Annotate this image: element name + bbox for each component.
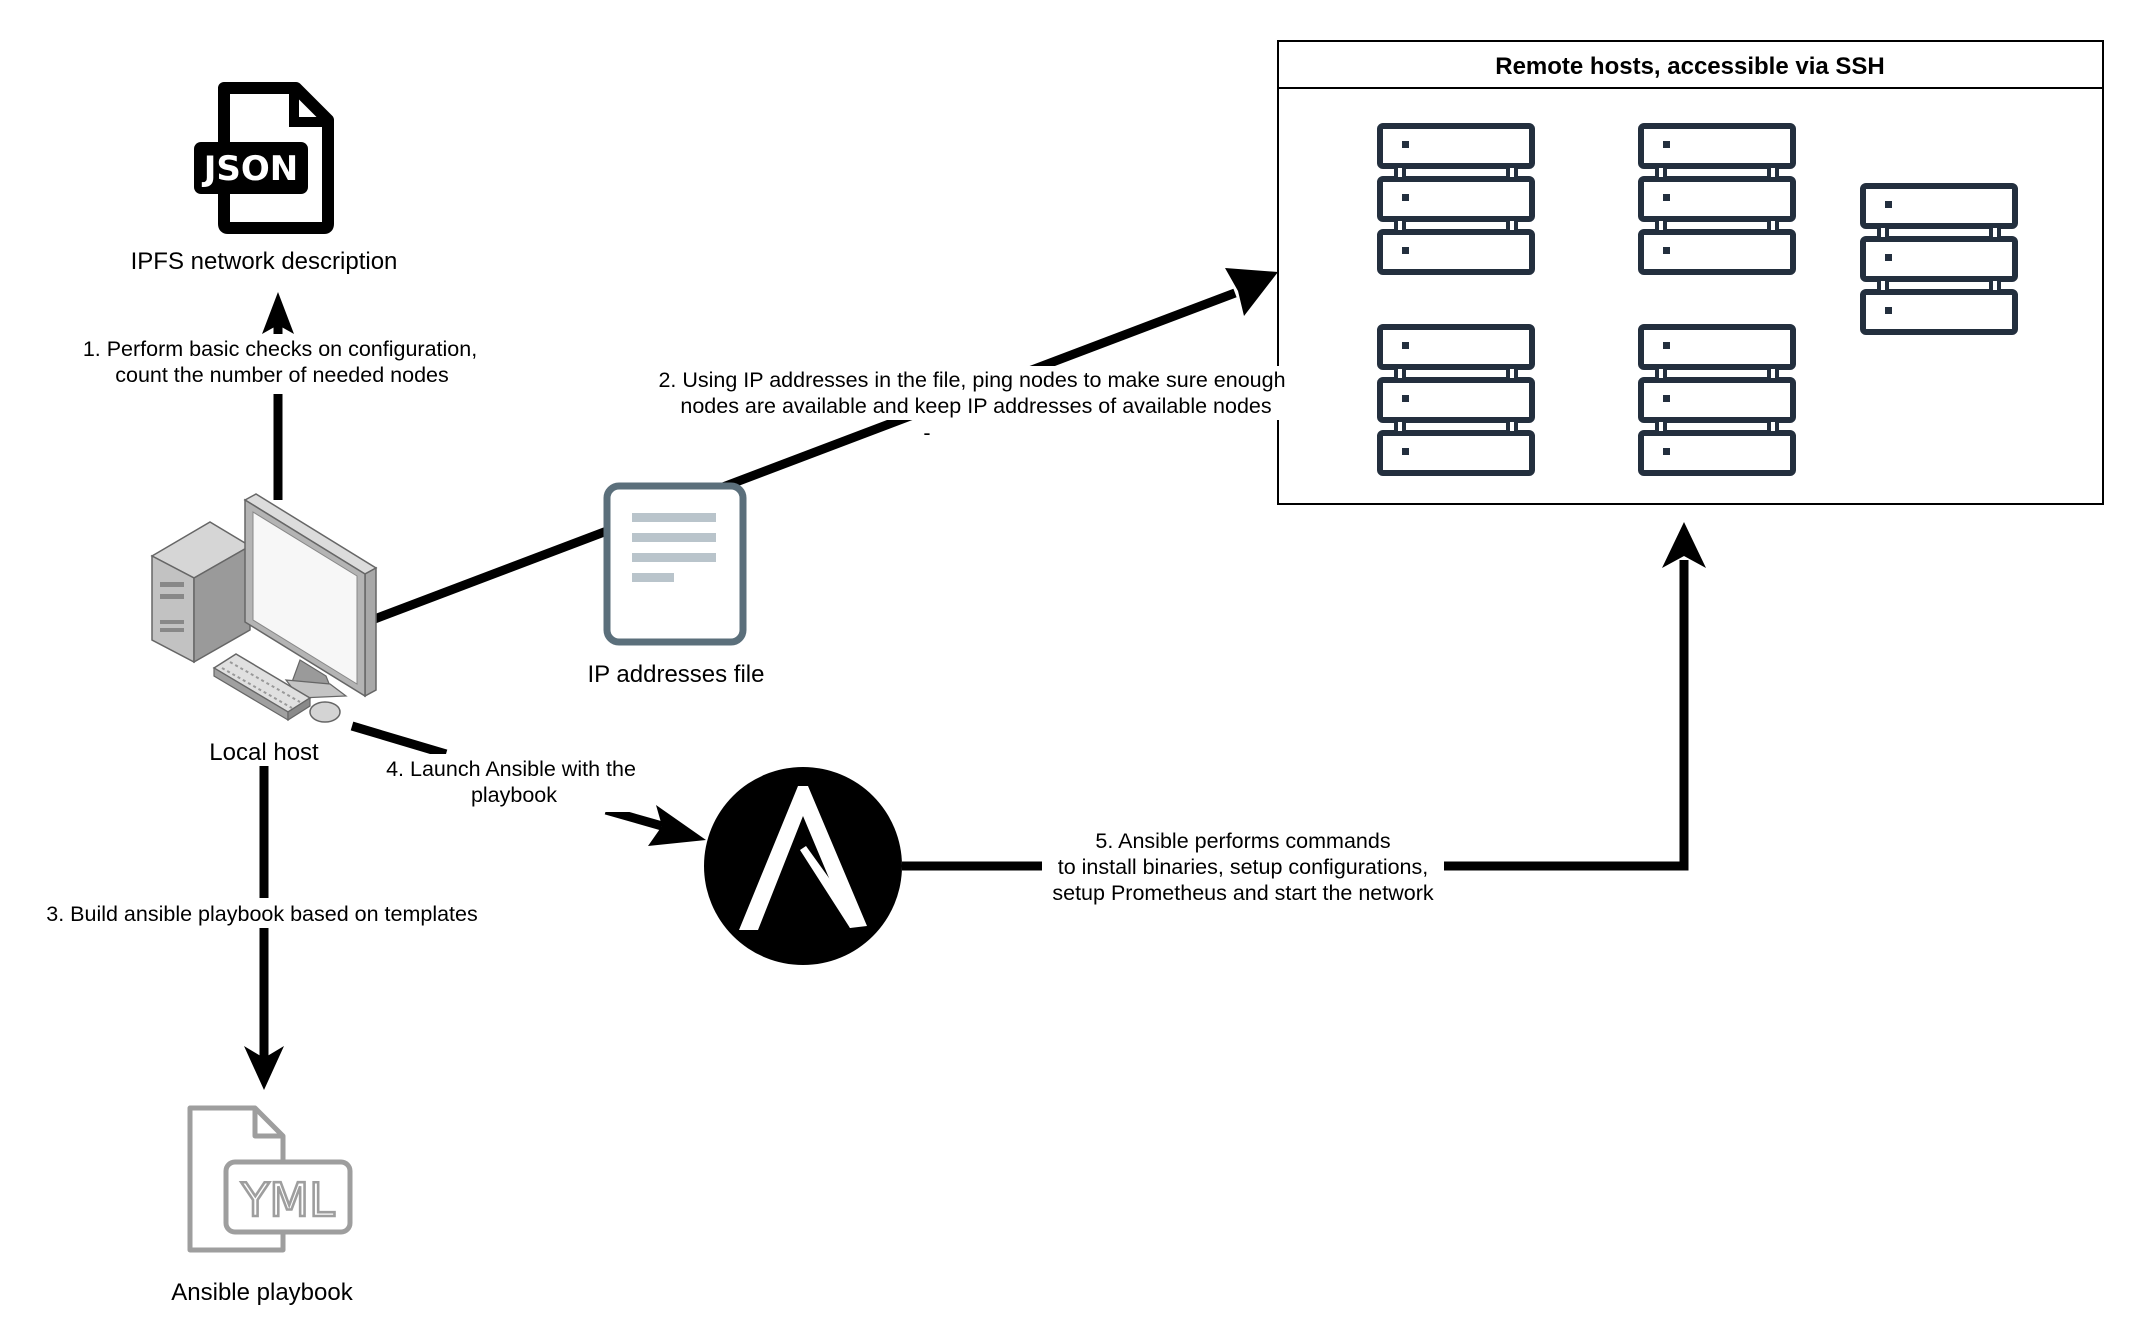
svg-text:-: - [923, 421, 930, 445]
remote-hosts-title: Remote hosts, accessible via SSH [1495, 53, 1885, 80]
server-stack [1380, 327, 1532, 473]
local-host-label: Local host [209, 739, 319, 766]
svg-text:nodes are available and keep I: nodes are available and keep IP addresse… [680, 394, 1271, 418]
svg-text:setup Prometheus and start the: setup Prometheus and start the network [1052, 881, 1433, 905]
svg-text:5. Ansible performs commands: 5. Ansible performs commands [1095, 829, 1390, 853]
step1-label: 1. Perform basic checks on configuration… [76, 334, 482, 394]
server-stack [1641, 327, 1793, 473]
svg-text:4. Launch Ansible with the: 4. Launch Ansible with the [386, 757, 636, 781]
svg-text:count the number of needed nod: count the number of needed nodes [115, 363, 449, 387]
svg-text:2. Using IP addresses in the f: 2. Using IP addresses in the file, ping … [658, 368, 1285, 392]
json-badge: JSON [202, 149, 299, 189]
step3-label: 3. Build ansible playbook based on templ… [38, 898, 488, 928]
svg-text:3. Build ansible playbook base: 3. Build ansible playbook based on templ… [46, 902, 477, 926]
edge-step1 [262, 292, 294, 500]
svg-text:1. Perform basic checks on con: 1. Perform basic checks on configuration… [83, 337, 477, 361]
step5-label: 5. Ansible performs commands to install … [1042, 826, 1444, 910]
step4-label: 4. Launch Ansible with the playbook [378, 754, 644, 812]
svg-text:to install binaries, setup con: to install binaries, setup configuration… [1058, 855, 1429, 879]
edge-step2 [370, 268, 1278, 625]
step2-label: 2. Using IP addresses in the file, ping … [650, 366, 1298, 445]
edge-step4 [350, 721, 706, 846]
json-file-icon: JSON [194, 82, 334, 234]
playbook-label: Ansible playbook [171, 1279, 353, 1306]
ip-file-label: IP addresses file [588, 661, 765, 688]
edge-step5 [902, 522, 1706, 871]
remote-hosts-group: Remote hosts, accessible via SSH [1277, 40, 2104, 505]
server-stack [1863, 186, 2015, 332]
server-stack [1641, 126, 1793, 272]
computer-icon [150, 493, 378, 723]
yml-file-icon: YML [187, 1105, 353, 1253]
server-stack [1380, 126, 1532, 272]
json-file-label: IPFS network description [131, 248, 398, 275]
svg-text:playbook: playbook [471, 783, 557, 807]
ansible-icon [704, 767, 902, 965]
ip-file-icon [603, 482, 747, 646]
yml-badge: YML [240, 1173, 335, 1227]
